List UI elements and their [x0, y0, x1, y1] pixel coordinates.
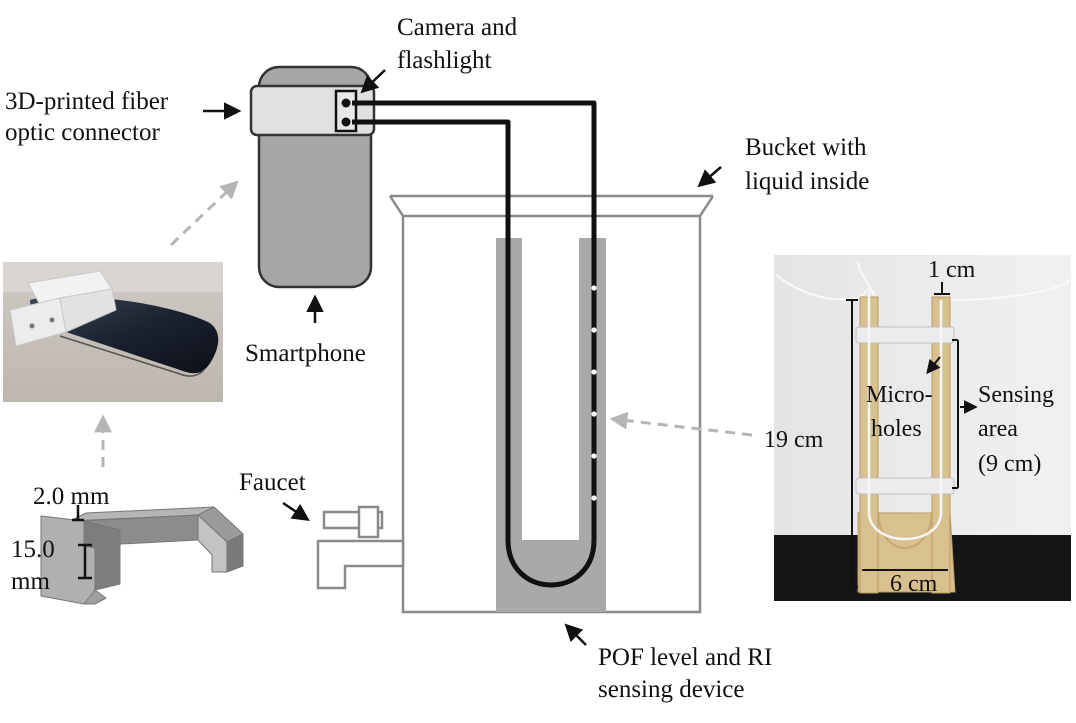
smartphone [249, 65, 376, 289]
height-dimension-label: 15.0 [11, 536, 55, 563]
thickness-dimension-label: 2.0 mm [33, 483, 110, 510]
dimension-markers [72, 505, 92, 580]
camera-flash-label-line2: flashlight [397, 47, 492, 74]
micro-hole-dots [591, 285, 597, 501]
connector-label: 3D-printed fiber [5, 88, 169, 115]
height-dimension-label-line2: mm [11, 568, 50, 595]
pof-device-label-line2: sensing device [598, 676, 745, 703]
base-6cm-label: 6 cm [890, 571, 938, 597]
length-19cm-label: 19 cm [764, 427, 824, 453]
pointer-arrows [203, 69, 722, 646]
sensing-area-label-line3: (9 cm) [978, 451, 1042, 477]
connector-3d-render [40, 506, 244, 605]
smartphone-label: Smartphone [245, 340, 366, 367]
bucket-label-line2: liquid inside [745, 168, 870, 195]
faucet [316, 505, 405, 590]
camera-flash-port [334, 89, 358, 133]
microholes-label-line2: holes [871, 416, 922, 442]
sensing-area-label: Sensing [978, 382, 1055, 408]
microholes-label: Micro- [866, 382, 933, 408]
bucket-label: Bucket with [745, 134, 867, 161]
width-1cm-label: 1 cm [928, 257, 976, 283]
connector-label-line2: optic connector [5, 119, 160, 146]
smartphone-photo [3, 262, 223, 402]
sensing-area-label-line2: area [978, 416, 1018, 442]
sensor-photo-markers [846, 282, 978, 588]
camera-flash-label: Camera and [397, 14, 518, 41]
dashed-arrows [94, 180, 753, 467]
optical-fibers [352, 100, 597, 588]
pof-device-label: POF level and RI [598, 644, 773, 671]
faucet-label: Faucet [239, 469, 306, 496]
